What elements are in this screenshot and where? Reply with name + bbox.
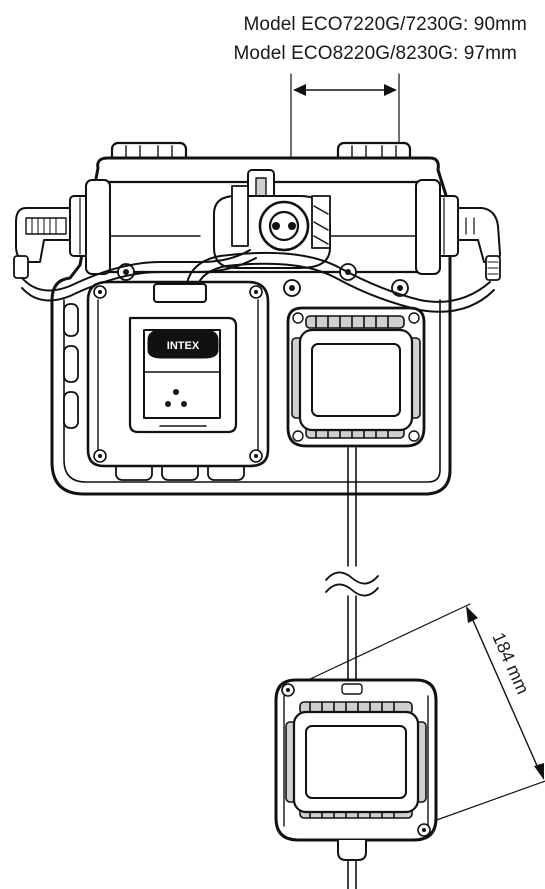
docked-remote [286, 306, 426, 448]
dimension-arrow-icon [293, 84, 306, 96]
dimension-arrow-icon [384, 84, 397, 96]
brand-plate-text: INTEX [167, 340, 200, 352]
model-eco7220g-label: Model ECO7220G/7230G: 90mm [243, 14, 527, 35]
model-eco8220g-label: Model ECO8220G/8230G: 97mm [233, 43, 517, 64]
control-box: INTEX [86, 280, 270, 468]
cable-break-icon [325, 571, 379, 585]
centre-connector [213, 169, 331, 269]
handheld-remote [274, 678, 438, 889]
remote-cable [325, 447, 379, 685]
cable-length-label: 184 mm [488, 629, 533, 697]
left-hose-fitting [13, 179, 111, 279]
cable-break-icon [325, 583, 379, 597]
right-hose-fitting [415, 179, 501, 281]
cables [21, 249, 495, 313]
